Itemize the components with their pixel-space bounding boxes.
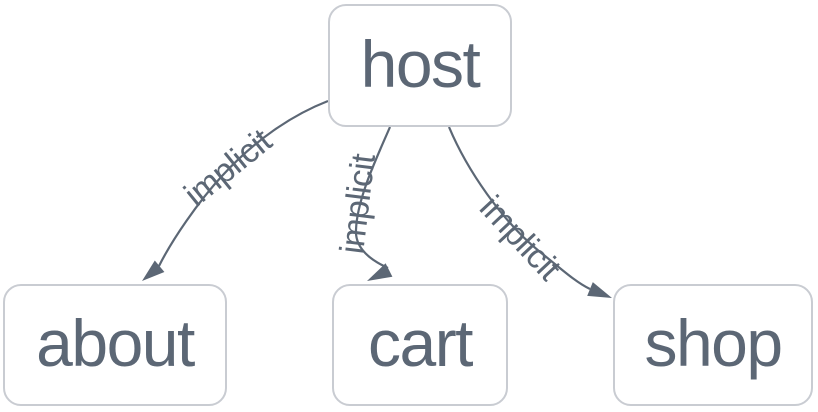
- node-cart: cart: [332, 284, 508, 406]
- node-about: about: [3, 284, 227, 406]
- node-label-cart: cart: [367, 306, 474, 380]
- edge-label-host-about: implicit: [177, 121, 279, 215]
- node-shop: shop: [613, 284, 813, 406]
- node-label-shop: shop: [644, 306, 783, 380]
- arrowhead-host-shop: [587, 282, 612, 298]
- arrowhead-host-about: [142, 260, 165, 281]
- node-label-host: host: [360, 26, 481, 101]
- arrowhead-host-cart: [367, 263, 393, 281]
- edge-label-host-cart: implicit: [333, 152, 383, 256]
- node-host: host: [328, 4, 512, 127]
- node-label-about: about: [36, 306, 195, 380]
- edge-label-host-shop: implicit: [472, 188, 568, 288]
